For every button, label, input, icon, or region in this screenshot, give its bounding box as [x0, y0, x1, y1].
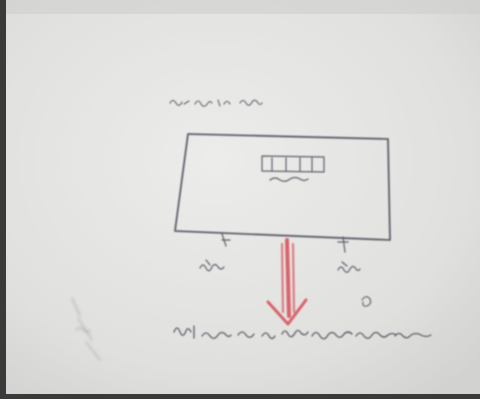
red-down-arrow [266, 238, 308, 326]
faint-margin-marks [71, 297, 101, 361]
hand-drawn-rectangle [174, 133, 391, 241]
small-annotation-mark [361, 296, 372, 307]
right-support-sketch [337, 236, 361, 273]
bottom-handwritten-line-scribble [173, 325, 432, 340]
handwritten-header-scribble [169, 99, 263, 107]
paper-top-shadow [0, 0, 480, 14]
inner-label-sketch [261, 155, 325, 182]
left-support-sketch [199, 233, 231, 272]
